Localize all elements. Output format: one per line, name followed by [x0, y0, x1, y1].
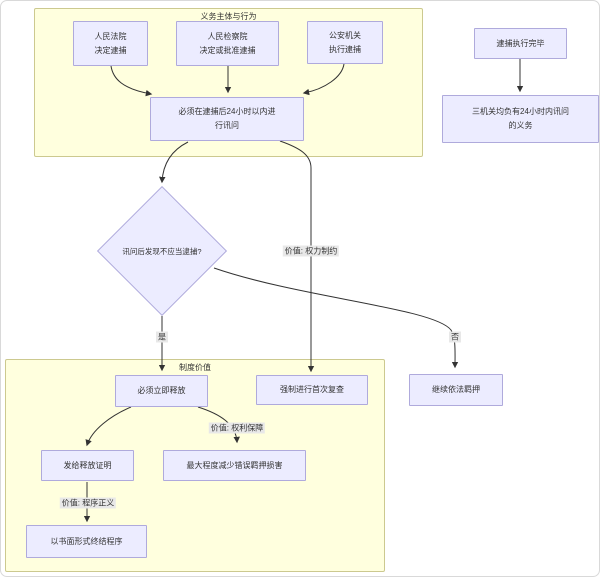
edge-police-to-interrogate: [302, 63, 345, 96]
node-decision-should-not-arrest: 讯问后发现不应当逮捕?: [122, 247, 202, 256]
node-release-certificate: 发给释放证明: [41, 450, 134, 481]
edge-label-no: 否: [449, 331, 461, 343]
edge-decision-no-to-custody: [213, 267, 459, 369]
edge-court-to-interrogate: [110, 65, 153, 97]
edge-label-procedural-justice: 价值: 程序正义: [59, 497, 117, 509]
container-duty-title: 义务主体与行为: [200, 12, 257, 21]
node-mandatory-first-review: 强制进行首次复查: [256, 375, 368, 405]
node-procuratorate-approve-arrest: 人民检察院 决定或批准逮捕: [176, 21, 279, 66]
node-court-decide-arrest: 人民法院 决定逮捕: [73, 21, 148, 66]
node-minimize-wrongful-custody-harm: 最大程度减少错误羁押损害: [163, 450, 306, 481]
edge-label-rights-protection: 价值: 权利保障: [208, 422, 266, 434]
edge-label-power-check: 价值: 权力制约: [282, 245, 340, 257]
edge-label-yes: 是: [156, 331, 168, 343]
node-police-execute-arrest: 公安机关 执行逮捕: [307, 21, 383, 64]
node-arrest-executed: 逮捕执行完毕: [474, 28, 567, 59]
container-value-title: 制度价值: [179, 363, 211, 372]
edge-release-to-minimize: [197, 406, 240, 444]
edge-interrogate-to-decision: [159, 141, 189, 184]
node-release-immediately: 必须立即释放: [115, 375, 208, 407]
node-written-procedure-end: 以书面形式终结程序: [26, 525, 147, 558]
node-three-organs-duty: 三机关均负有24小时内讯问 的义务: [442, 95, 599, 143]
node-continue-lawful-custody: 继续依法羁押: [409, 374, 503, 406]
node-interrogate-within-24h: 必须在逮捕后24小时以内进 行讯问: [150, 97, 304, 141]
edge-interrogate-to-review: [279, 140, 315, 373]
edge-release-to-certificate: [85, 406, 132, 447]
